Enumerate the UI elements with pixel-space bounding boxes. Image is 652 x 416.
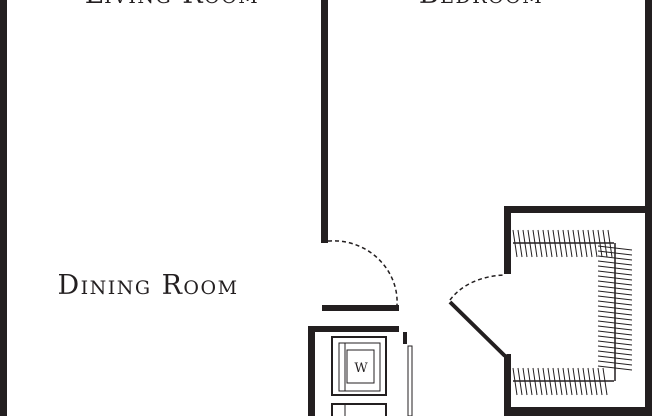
living-room-label: Living Room (85, 0, 259, 10)
washer-outer-box (331, 336, 387, 396)
laundry-closet-top-wall (308, 326, 399, 332)
closet-bottom-wall (504, 407, 645, 416)
washer-label: W (354, 361, 368, 376)
left-exterior-wall (0, 0, 7, 416)
bedroom-door-swing-arc (327, 240, 398, 306)
dryer-outer-box (331, 403, 387, 416)
closet-left-wall-upper (504, 206, 511, 274)
bedroom-label: Bedroom (419, 0, 543, 10)
laundry-closet-left-wall (308, 326, 315, 416)
hall-wall-stub (322, 305, 399, 311)
laundry-closet-right-jamb (403, 332, 407, 344)
living-bedroom-partition-wall (321, 0, 328, 243)
closet-hangers-right (597, 245, 633, 371)
bedroom-door (327, 240, 398, 306)
washer: W (331, 336, 387, 396)
laundry-closet: W (308, 326, 413, 416)
closet-hangers-bottom (512, 367, 608, 396)
walk-in-closet (448, 206, 645, 416)
dryer (331, 403, 387, 416)
closet-door-leaf-inner (451, 299, 508, 355)
closet-door-swing-arc (449, 274, 505, 301)
washer-lid (346, 349, 375, 384)
closet-top-wall (504, 206, 645, 213)
laundry-bifold-door (407, 345, 413, 416)
closet-door-leaf (448, 300, 507, 358)
closet-hangers-top (512, 229, 613, 258)
right-exterior-wall (645, 0, 652, 416)
dining-room-label: Dining Room (57, 270, 238, 301)
closet-left-wall-lower (504, 354, 511, 416)
washer-inner-box (338, 342, 381, 392)
